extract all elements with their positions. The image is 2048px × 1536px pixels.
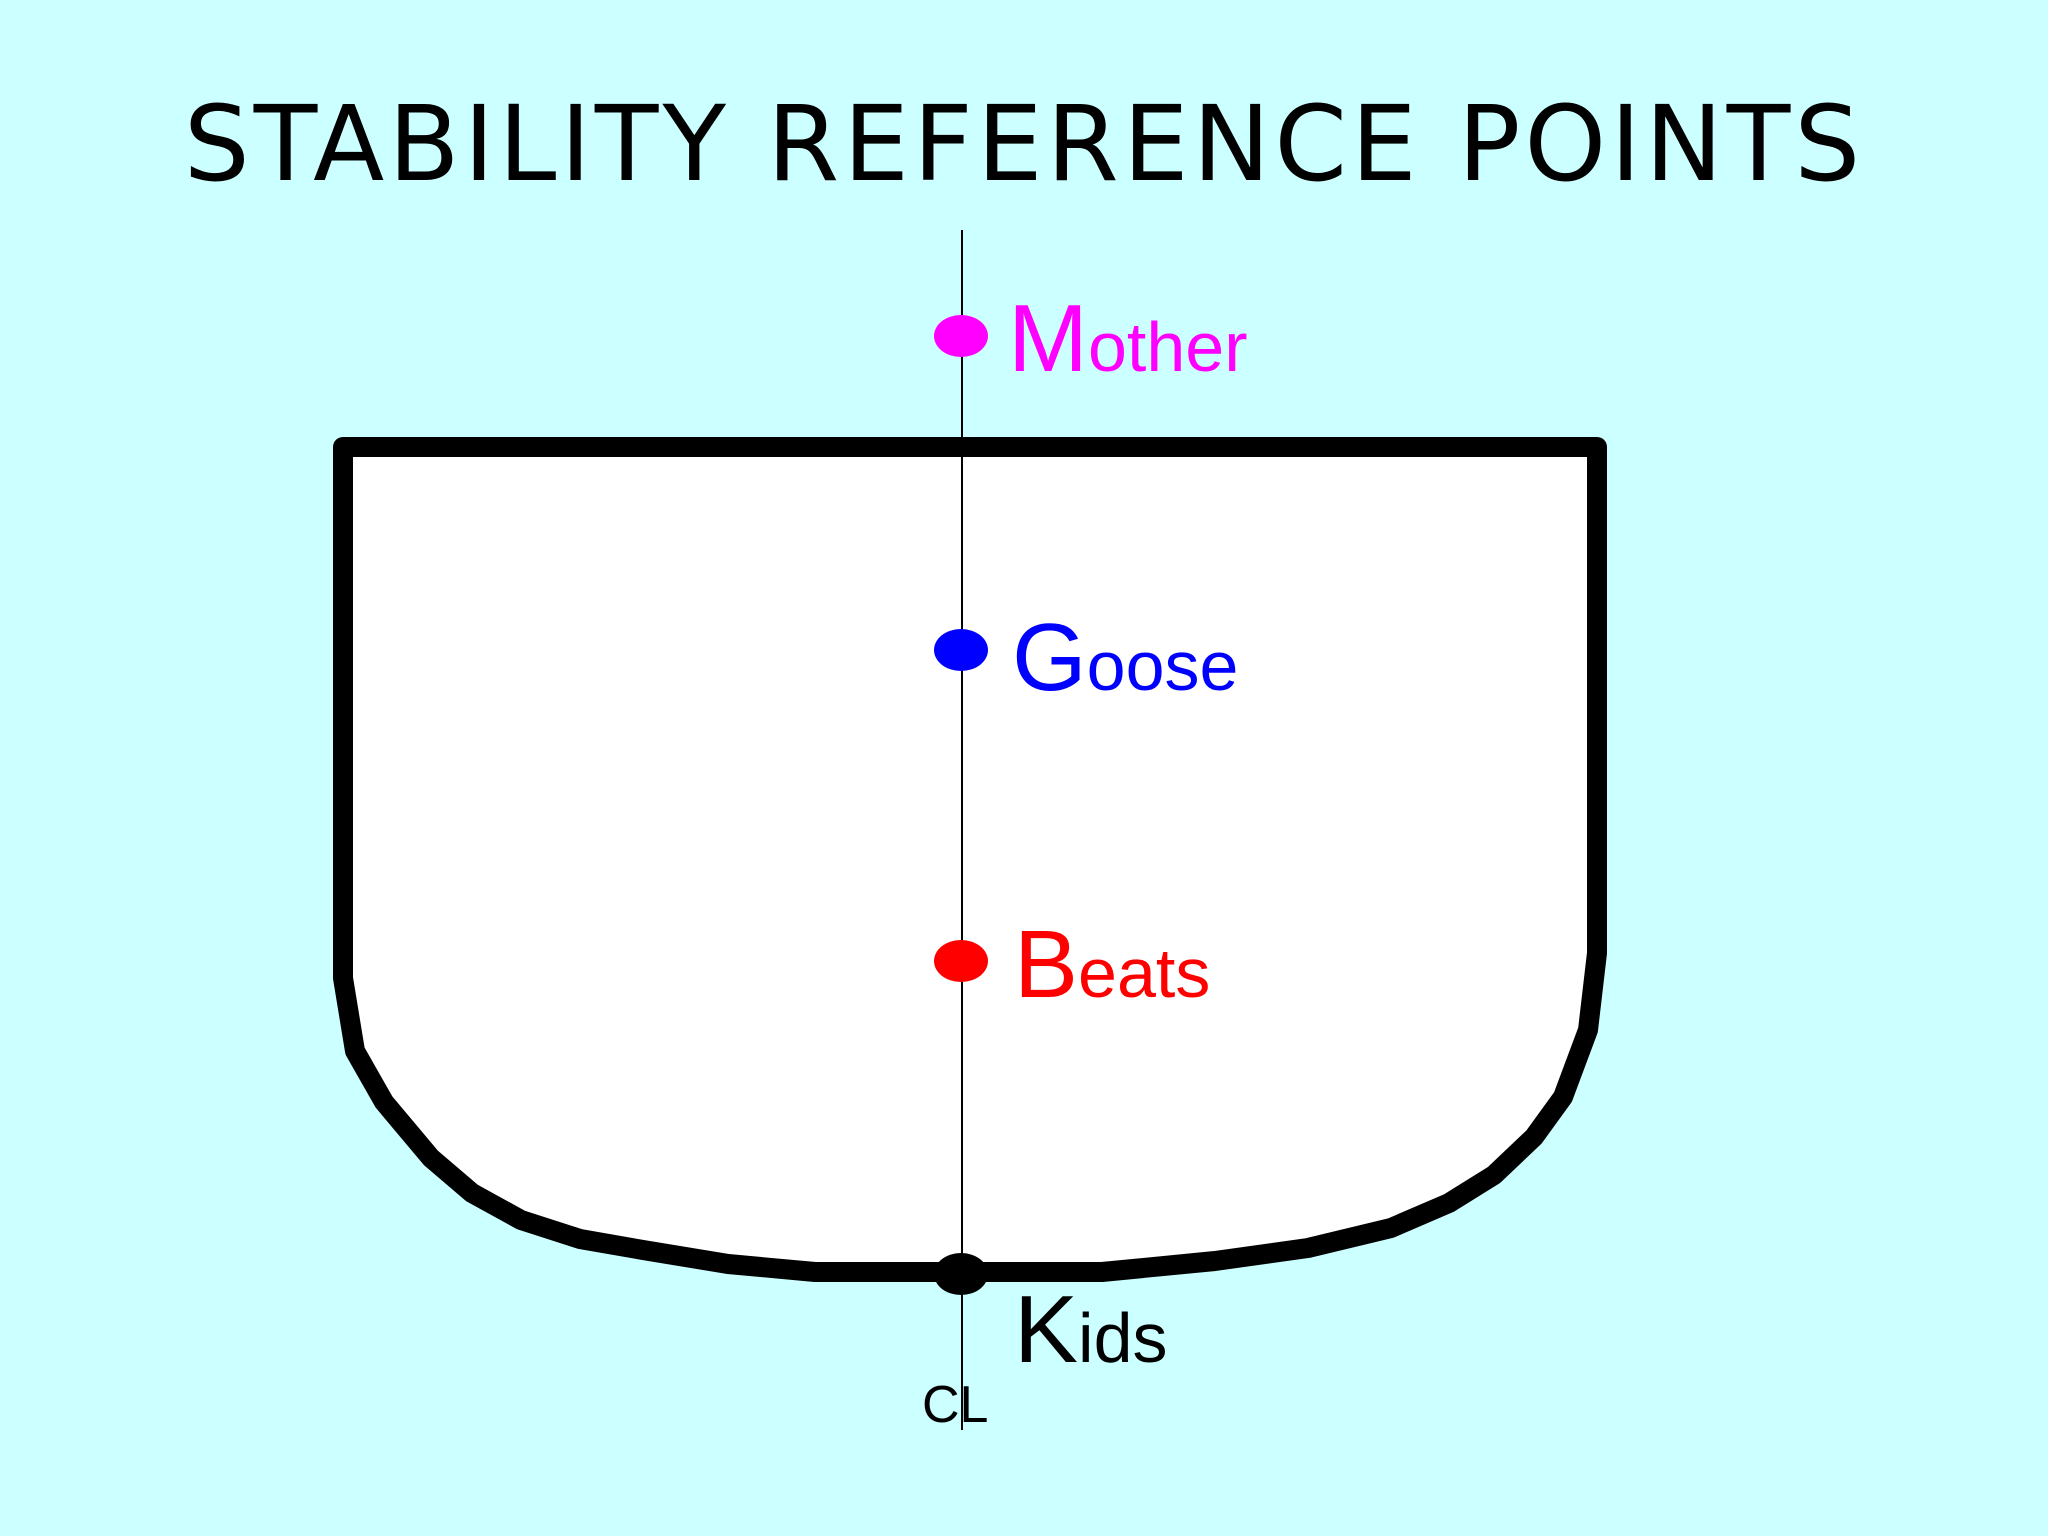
center-of-buoyancy-rest: eats <box>1078 934 1210 1012</box>
metacenter-initial: M <box>1008 285 1088 392</box>
metacenter-rest: other <box>1088 308 1248 386</box>
metacenter-label: Mother <box>1008 285 1248 392</box>
center-of-buoyancy-initial: B <box>1014 911 1078 1018</box>
center-of-buoyancy-label: Beats <box>1014 911 1210 1018</box>
center-of-gravity-label: Goose <box>1012 604 1238 711</box>
keel-label: Kids <box>1014 1276 1168 1383</box>
center-of-gravity-rest: oose <box>1087 627 1239 705</box>
diagram-title: STABILITY REFERENCE POINTS <box>183 83 1865 205</box>
keel-rest: ids <box>1078 1299 1167 1377</box>
center-of-buoyancy-point <box>934 940 988 982</box>
keel-point <box>934 1253 988 1295</box>
center-of-gravity-initial: G <box>1012 604 1087 711</box>
metacenter-point <box>934 315 988 357</box>
keel-initial: K <box>1014 1276 1078 1383</box>
hull-outline <box>333 437 1607 1282</box>
center-of-gravity-point <box>934 629 988 671</box>
centerline-label: CL <box>922 1376 988 1434</box>
